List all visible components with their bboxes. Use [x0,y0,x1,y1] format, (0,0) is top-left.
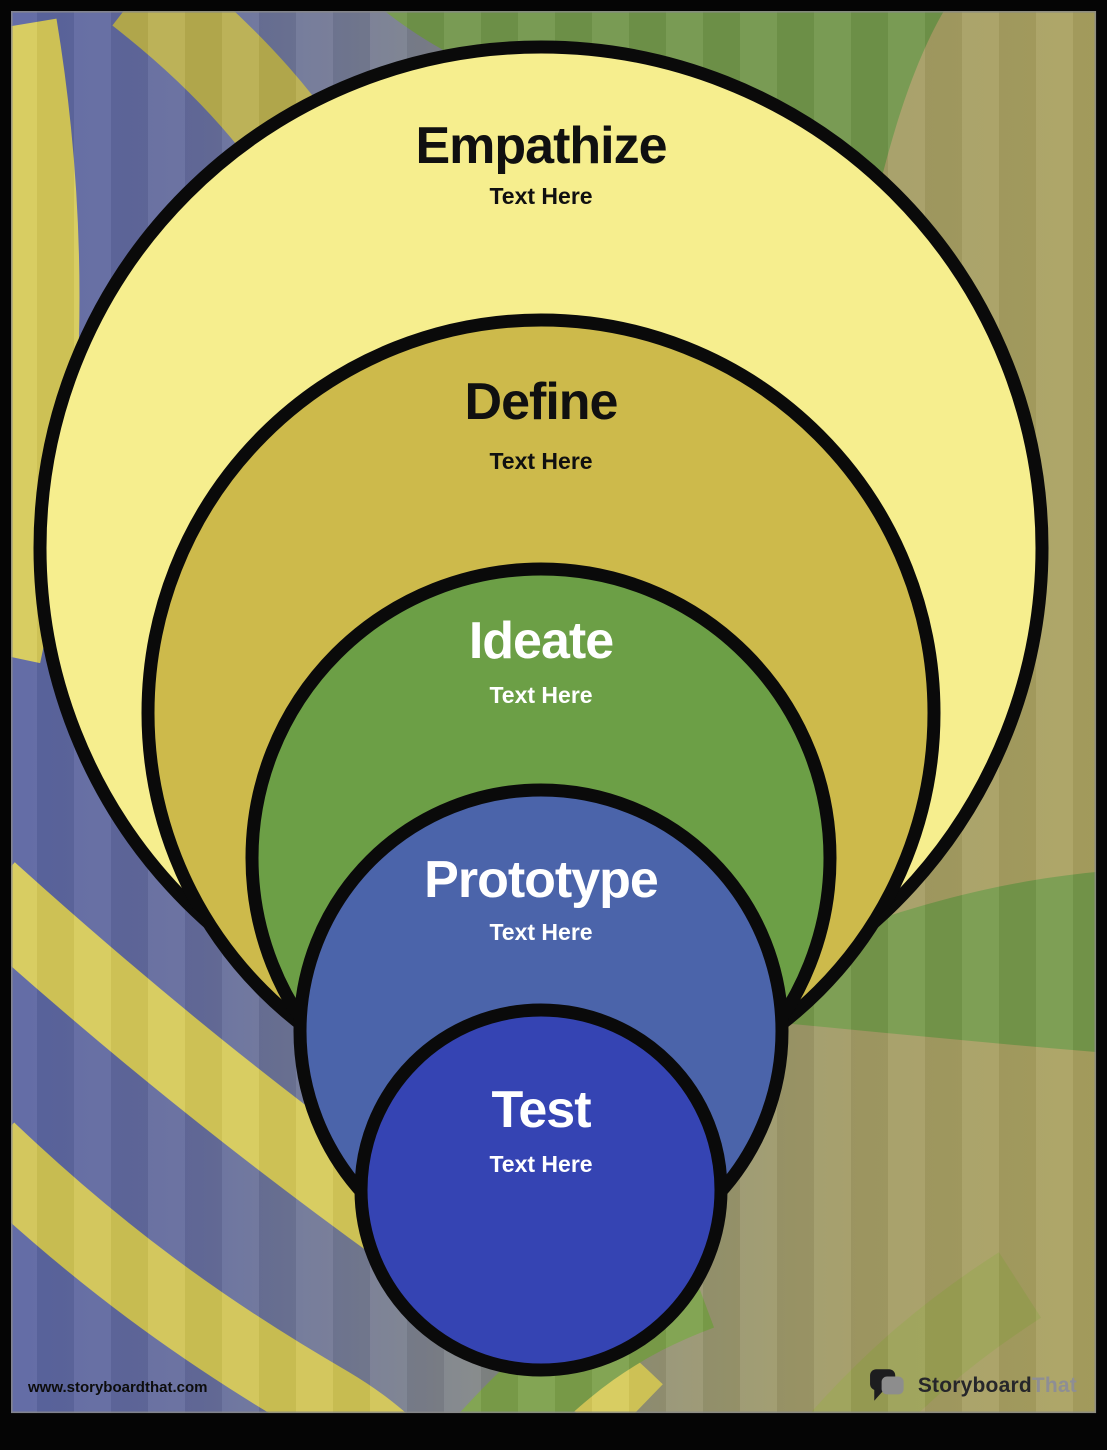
stage-title-empathize: Empathize [415,117,667,175]
logo-text-secondary: That [1031,1374,1077,1397]
storyboardthat-logo: StoryboardThat [869,1366,1077,1406]
stage-title-define: Define [464,373,619,431]
frame-right [1096,0,1107,1450]
frame-top [0,0,1107,11]
stage-subtitle-prototype: Text Here [489,919,593,945]
stage-title-prototype: Prototype [424,851,659,909]
stage-subtitle-ideate: Text Here [489,682,593,708]
stage-title-ideate: Ideate [468,612,614,670]
frame-left [0,0,11,1450]
speech-bubbles-icon [869,1369,904,1401]
stage-subtitle-define: Text Here [489,448,593,474]
stage-title-test: Test [491,1081,591,1139]
website-url: www.storyboardthat.com [28,1379,208,1396]
stage-subtitle-test: Text Here [489,1151,593,1177]
test-circle [354,1003,728,1377]
frame-hairline [11,11,1097,1414]
frame-bottom [0,1413,1107,1450]
logo-text-primary: Storyboard [917,1374,1032,1397]
logo-wordmark: StoryboardThat [918,1374,1077,1398]
stage-subtitle-empathize: Text Here [489,183,593,209]
